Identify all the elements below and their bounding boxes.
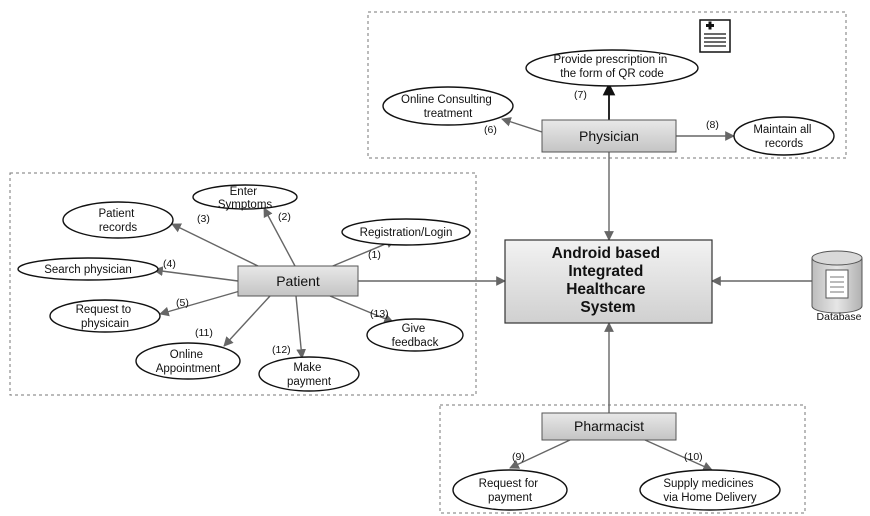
step-6: (6) — [484, 124, 497, 136]
patient-actor-box: Patient — [237, 265, 359, 297]
arrow-patient-feedback — [329, 295, 394, 324]
arrow-pharmacist-request-payment — [509, 439, 571, 469]
step-13: (13) — [370, 308, 389, 320]
use-case-request-for-payment: Request for payment — [452, 469, 568, 511]
svg-text:Online Appointment: Online Appointment — [156, 349, 221, 375]
svg-text:Search physician: Search physician — [44, 264, 132, 276]
use-case-search-physician: Search physician — [17, 257, 159, 281]
svg-text:Maintain all records: Maintain all records — [753, 124, 814, 150]
step-3: (3) — [197, 213, 210, 225]
use-case-online-appointment: Online Appointment — [135, 342, 241, 380]
use-case-maintain-records: Maintain all records — [733, 116, 835, 156]
svg-text:Pharmacist: Pharmacist — [574, 418, 644, 434]
central-system-box: Android based Integrated Healthcare Syst… — [504, 239, 713, 324]
step-5: (5) — [176, 297, 189, 309]
svg-text:Online Consulting treatm: Online Consulting treatment — [401, 94, 495, 120]
svg-text:Give feedback: Give feedback — [392, 323, 439, 349]
step-11: (11) — [195, 327, 213, 339]
svg-text:Provide prescription in: Provide prescription in the form of QR c… — [554, 54, 671, 80]
database-icon — [811, 250, 863, 314]
arrow-physician-consulting — [501, 117, 543, 133]
svg-text:Registration/Login: Registration/Login — [360, 227, 453, 239]
step-9: (9) — [512, 451, 525, 463]
svg-text:Enter Symptoms: Enter Symptoms — [218, 186, 273, 211]
svg-text:Request for payment: Request for payment — [479, 478, 542, 504]
step-7: (7) — [574, 89, 587, 101]
use-case-make-payment: Make payment — [258, 356, 360, 392]
svg-text:Make payment: Make payment — [287, 362, 332, 388]
step-1: (1) — [368, 249, 381, 261]
use-case-supply-medicines: Supply medicines via Home Delivery — [639, 469, 781, 511]
pharmacist-group-boundary — [439, 404, 806, 514]
use-case-patient-records: Patient records — [62, 201, 174, 239]
use-case-give-feedback: Give feedback — [366, 318, 464, 352]
svg-text:Request to physicain: Request to physicain — [76, 304, 135, 330]
arrow-patient-payment — [295, 295, 307, 359]
step-12: (12) — [272, 344, 291, 356]
arrow-pharmacist-supply — [644, 439, 713, 471]
use-case-online-consulting: Online Consulting treatment — [382, 86, 514, 126]
patient-group-boundary — [9, 172, 477, 396]
svg-text:Supply medicines via Hom: Supply medicines via Home Delivery — [663, 478, 757, 504]
use-case-enter-symptoms: Enter Symptoms — [192, 184, 298, 211]
svg-text:Patient records: Patient records — [98, 208, 137, 234]
arrow-patient-records — [171, 223, 261, 268]
arrow-patient-appointment — [223, 295, 271, 347]
step-4: (4) — [163, 258, 176, 270]
use-case-request-physician: Request to physicain — [49, 299, 161, 333]
use-case-registration-login: Registration/Login — [341, 218, 471, 246]
use-case-prescription: Provide prescription in the form of QR c… — [525, 49, 699, 87]
step-numbers: (7) (6) (8) (2) (3) (1) (4) (5) (11) (12… — [163, 89, 719, 463]
database-label: Database — [817, 311, 862, 323]
step-2: (2) — [278, 211, 291, 223]
prescription-document-icon — [699, 19, 731, 53]
arrow-patient-search — [153, 266, 239, 282]
step-8: (8) — [706, 119, 719, 131]
physician-actor-box: Physician — [541, 119, 677, 153]
svg-text:Physician: Physician — [579, 128, 639, 144]
svg-text:Patient: Patient — [276, 273, 320, 289]
arrow-patient-request — [159, 290, 241, 317]
step-10: (10) — [684, 451, 703, 463]
arrow-patient-symptoms — [263, 207, 296, 267]
svg-text:Android based Integrated: Android based Integrated Healthcare Syst… — [552, 245, 665, 316]
pharmacist-actor-box: Pharmacist — [541, 412, 677, 441]
